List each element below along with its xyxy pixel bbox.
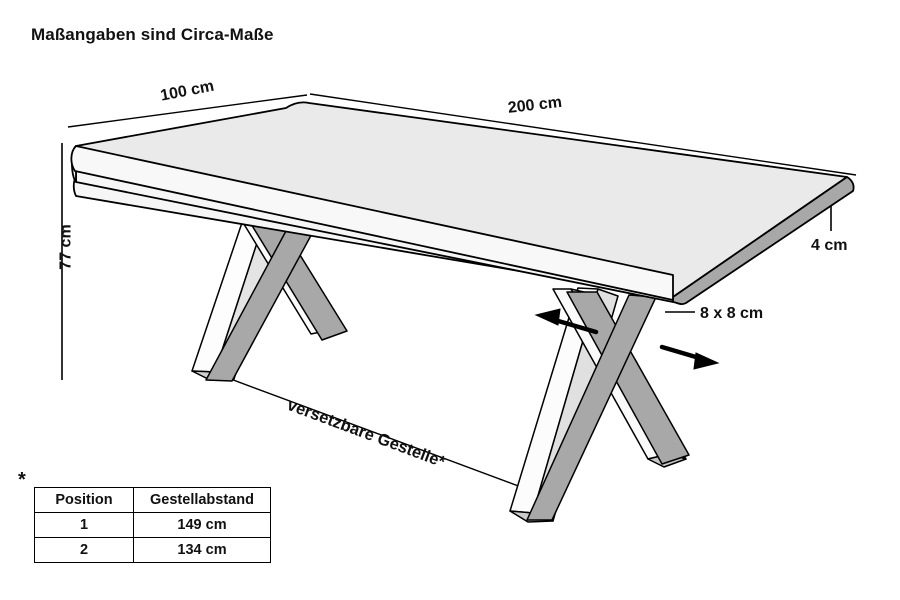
table-top bbox=[71, 101, 855, 306]
table-row: 1 149 cm bbox=[34, 512, 271, 538]
dim-line-width bbox=[67, 94, 308, 128]
leg-right-x-dark-down-right bbox=[566, 291, 690, 465]
table-header-distance: Gestellabstand bbox=[133, 487, 271, 513]
footnote-asterisk: * bbox=[18, 469, 26, 491]
table-top-edge-strip bbox=[70, 145, 674, 301]
table-cell-position: 2 bbox=[34, 537, 134, 563]
table-leg-frame-left bbox=[191, 195, 348, 382]
table-header-position: Position bbox=[34, 487, 134, 513]
table-leg-frame-right bbox=[509, 287, 690, 523]
dimension-label-thickness: 4 cm bbox=[811, 237, 848, 254]
page-title: Maßangaben sind Circa-Maße bbox=[31, 25, 274, 44]
dimension-label-height: 77 cm bbox=[57, 224, 75, 270]
table-row: 2 134 cm bbox=[34, 537, 271, 563]
dim-leader-movable-frames bbox=[200, 367, 549, 498]
dimension-lines bbox=[61, 93, 857, 498]
arrow-right bbox=[659, 344, 720, 370]
table-cell-distance: 134 cm bbox=[133, 537, 271, 563]
frame-distance-table: Position Gestellabstand 1 149 cm 2 134 c… bbox=[34, 487, 271, 563]
movable-direction-arrows bbox=[534, 308, 720, 370]
table-cell-distance: 149 cm bbox=[133, 512, 271, 538]
dimension-label-leg-profile: 8 x 8 cm bbox=[700, 305, 764, 322]
table-header-row: Position Gestellabstand bbox=[34, 487, 271, 513]
dim-line-length bbox=[309, 93, 857, 176]
arrow-left bbox=[534, 308, 599, 335]
table-top-right-edge bbox=[672, 176, 855, 306]
table-top-live-edge bbox=[70, 145, 674, 301]
table-cell-position: 1 bbox=[34, 512, 134, 538]
